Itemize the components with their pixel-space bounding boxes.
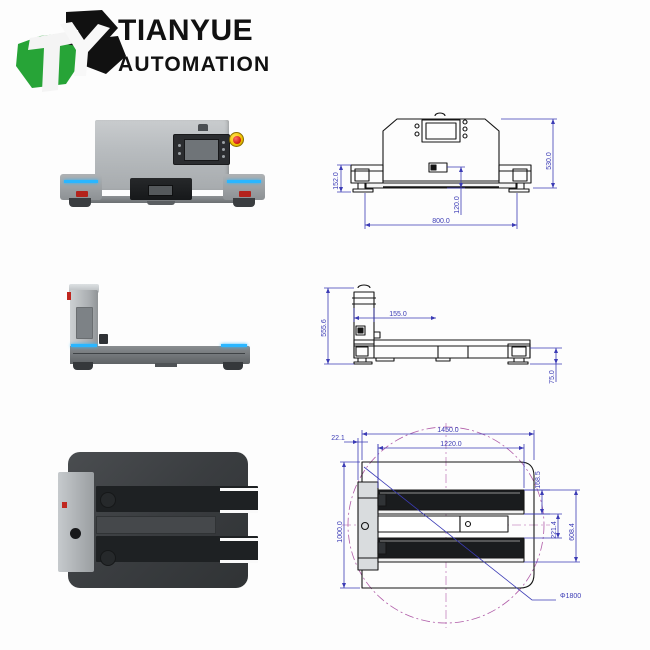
svg-text:155.0: 155.0 — [389, 311, 407, 318]
svg-text:Φ1800: Φ1800 — [560, 593, 581, 600]
wheel — [69, 198, 91, 207]
wheel — [100, 492, 116, 508]
wheel — [100, 550, 116, 566]
obstacle-sensor — [99, 334, 108, 344]
sensor-bay — [130, 178, 192, 200]
wheel-pod-left — [60, 174, 102, 200]
fork-seam — [73, 353, 245, 354]
front-view-render — [55, 112, 270, 217]
company-logo: TIANYUE AUTOMATION — [8, 4, 298, 96]
hmi-button — [178, 152, 181, 155]
status-led — [227, 180, 261, 183]
svg-text:800.0: 800.0 — [432, 218, 450, 225]
front-view-drawing: 530.0 152.0 120.0 800.0 — [325, 105, 575, 255]
camera-icon — [198, 124, 208, 131]
warning-lamp — [67, 292, 71, 300]
mast-cap — [69, 284, 99, 293]
svg-text:22.1: 22.1 — [331, 435, 345, 442]
wheel — [223, 362, 243, 370]
side-view-drawing: 555.6 155.0 75.0 — [318, 278, 578, 388]
svg-text:75.0: 75.0 — [549, 370, 556, 384]
logo-wordmark: TIANYUE AUTOMATION — [118, 16, 298, 78]
svg-text:168.5: 168.5 — [535, 471, 542, 489]
hmi-button — [222, 148, 225, 151]
warning-lamp — [62, 502, 67, 508]
status-led — [71, 344, 97, 347]
chassis-plate — [68, 452, 258, 588]
wheel — [233, 198, 255, 207]
top-view-drawing: 1450.0 1220.0 22.1 1000.0 — [318, 420, 608, 635]
fork-arm — [70, 346, 250, 364]
wheel-pod-right — [223, 174, 265, 200]
svg-text:221.4: 221.4 — [551, 521, 558, 539]
hmi-panel — [173, 134, 230, 165]
wheel — [73, 362, 93, 370]
mast-port — [70, 528, 81, 539]
status-led — [221, 344, 247, 347]
lidar-window — [148, 185, 173, 196]
fork-tip — [220, 560, 258, 563]
warning-lamp — [76, 191, 88, 197]
fork-tip — [220, 488, 258, 491]
warning-lamp — [239, 191, 251, 197]
hmi-button — [222, 141, 225, 144]
hmi-button — [178, 144, 181, 147]
mast-window — [76, 307, 93, 339]
logo-mark-icon — [14, 10, 126, 92]
hmi-screen — [184, 139, 219, 161]
fork-tip — [220, 538, 258, 541]
brand-tagline: AUTOMATION — [118, 53, 271, 76]
brand-name: TIANYUE — [118, 14, 254, 47]
fork-tip — [220, 510, 258, 513]
svg-text:120.0: 120.0 — [454, 196, 461, 214]
mast-column — [58, 472, 94, 572]
center-rail — [96, 516, 216, 534]
svg-text:152.0: 152.0 — [333, 172, 340, 190]
center-caster — [155, 363, 177, 367]
svg-text:1000.0: 1000.0 — [337, 521, 344, 543]
svg-text:1450.0: 1450.0 — [437, 427, 459, 434]
emergency-stop-icon — [229, 132, 244, 147]
top-view-render — [58, 448, 258, 593]
svg-text:1220.0: 1220.0 — [440, 441, 462, 448]
svg-text:608.4: 608.4 — [569, 523, 576, 541]
hmi-button — [222, 155, 225, 158]
status-led — [64, 180, 98, 183]
svg-text:530.0: 530.0 — [546, 152, 553, 170]
side-view-render — [55, 282, 270, 372]
center-caster — [147, 201, 175, 205]
svg-text:555.6: 555.6 — [321, 319, 328, 337]
